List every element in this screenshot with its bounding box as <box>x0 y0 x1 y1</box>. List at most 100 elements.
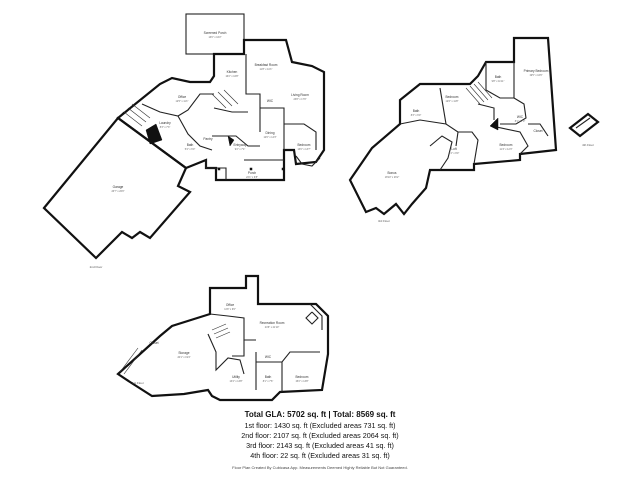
room-label: Kitchen <box>227 70 238 74</box>
room-size: 24'6" x 21'10" <box>265 326 280 329</box>
interior-wall <box>177 115 213 151</box>
room-size: 9'2" x 7'4" <box>235 148 246 151</box>
interior-wall <box>205 160 227 180</box>
room-label: WIC <box>267 99 274 103</box>
room-size: 12'6" x 14'3" <box>263 136 276 139</box>
disclaimer-footer: Floor Plan Created By Cubicasa App. Meas… <box>232 465 408 470</box>
interior-wall <box>575 117 591 129</box>
interior-wall <box>491 125 529 155</box>
interior-wall <box>207 333 245 375</box>
interior-wall <box>458 131 479 165</box>
room-label: Office <box>226 303 234 307</box>
floor-label: 4th Floor <box>582 143 594 147</box>
fireplace-icon <box>145 123 163 145</box>
fireplace-icon <box>227 135 235 147</box>
room-size: 8'1" x 7'6" <box>263 380 274 383</box>
interior-wall <box>260 107 285 150</box>
room-size: 13'0" x 13'7" <box>297 148 310 151</box>
room-size: 8'3" x 6'0" <box>411 114 422 117</box>
interior-wall <box>209 313 256 341</box>
porch-post <box>249 167 253 171</box>
room-label: Bath <box>413 109 420 113</box>
room-size: 18'10" x 26'2" <box>385 176 400 179</box>
stairs <box>465 81 493 105</box>
room-label: Living Room <box>291 93 309 97</box>
porch-post <box>281 167 285 171</box>
room-label: Bath <box>187 143 194 147</box>
interior-wall <box>439 87 447 125</box>
room-label: Recreation Room <box>260 321 285 325</box>
lower-floor-plan: Recreation Room 24'6" x 21'10" Office 11… <box>116 274 330 402</box>
interior-wall <box>213 107 248 113</box>
room-label: Storage <box>178 351 189 355</box>
interior-wall <box>528 123 549 137</box>
attic-plan: 4th Floor <box>568 112 600 147</box>
room-label: Pantry <box>203 137 213 141</box>
stairs <box>123 89 239 127</box>
room-label: Bedroom <box>500 143 513 147</box>
room-size: 20'1" x 19'4" <box>177 356 190 359</box>
room-size: 8'3" x 7'3" <box>160 126 171 129</box>
room-size: 11'4" x 12'3" <box>500 148 513 151</box>
room-label: Bedroom <box>298 143 311 147</box>
room-size: 5'4" x 6'0" <box>185 148 196 151</box>
room-label: Bath <box>495 75 502 79</box>
interior-wall <box>477 103 495 120</box>
interior-wall <box>141 93 214 117</box>
room-size: 8'1" x 7'0" <box>515 120 526 123</box>
attic-outline <box>568 112 600 138</box>
interior-wall <box>212 135 260 147</box>
room-label: WIC <box>517 115 524 119</box>
room-label: Bath <box>265 375 272 379</box>
floor-area-line-1: 1st floor: 1430 sq. ft (Excluded areas 7… <box>244 421 396 430</box>
room-label: Utility <box>232 375 240 379</box>
room-size: 24'1" x 9'8" <box>246 176 258 179</box>
room-size: 13'4" x 13'8" <box>229 380 242 383</box>
interior-wall <box>399 119 459 147</box>
interior-wall <box>232 340 245 357</box>
porch-post <box>217 167 221 171</box>
room-size: 9'8" x 11'11" <box>492 80 505 83</box>
room-label: Breakfast Room <box>255 63 278 67</box>
corner-feature <box>305 311 319 325</box>
room-label: Bonus <box>387 171 396 175</box>
floor-area-line-3: 3rd floor: 2143 sq. ft (Excluded areas 4… <box>246 441 394 450</box>
floor-label: 2nd Floor <box>90 265 103 269</box>
room-size: 16'2" x 16'8" <box>225 75 238 78</box>
lower-floor-outline <box>116 274 330 402</box>
room-label: Garage <box>113 185 124 189</box>
interior-wall <box>485 62 515 99</box>
interior-wall <box>429 135 453 171</box>
room-size: 11'8" x 10'1" <box>260 68 273 71</box>
bay-window <box>295 155 321 167</box>
room-size: 11'8" x 9'0" <box>224 308 236 311</box>
floor-area-line-4: 4th floor: 22 sq. ft (Excluded areas 31 … <box>250 451 390 460</box>
room-label: Screened Porch <box>204 31 227 35</box>
room-size: 23'8" x 17'0" <box>293 98 306 101</box>
interior-wall <box>256 351 320 363</box>
room-size: 12'6" x 11'8" <box>446 100 459 103</box>
floor-label: 1st Floor <box>132 381 144 385</box>
room-size: 19'5" x 16'6" <box>529 74 542 77</box>
total-area-title: Total GLA: 5702 sq. ft | Total: 8569 sq.… <box>244 410 396 419</box>
room-label: Loft <box>451 147 456 151</box>
room-size: 15'2" x 13'8" <box>295 380 308 383</box>
room-label: Primary Bedroom <box>524 69 549 73</box>
floor-label: 3rd Floor <box>378 219 390 223</box>
room-size: 12'5" x 11'1" <box>176 100 189 103</box>
upper-floor-plan: Primary Bedroom 19'5" x 16'6" Bath 9'8" … <box>348 36 558 223</box>
upper-floor-outline <box>348 36 558 216</box>
room-label: Closet <box>149 341 158 345</box>
room-label: Office <box>178 95 186 99</box>
room-size: 13'0" x 16'2" <box>208 36 221 39</box>
room-label: WIC <box>265 355 272 359</box>
interior-wall <box>245 54 261 132</box>
chimney-icon <box>489 117 499 131</box>
interior-wall <box>309 303 323 330</box>
room-label: Bedroom <box>446 95 459 99</box>
room-label: Closet <box>533 129 542 133</box>
floor-area-line-2: 2nd floor: 2107 sq. ft (Excluded areas 2… <box>241 431 399 440</box>
room-label: Porch <box>248 171 257 175</box>
room-label: Entryway <box>233 143 247 147</box>
